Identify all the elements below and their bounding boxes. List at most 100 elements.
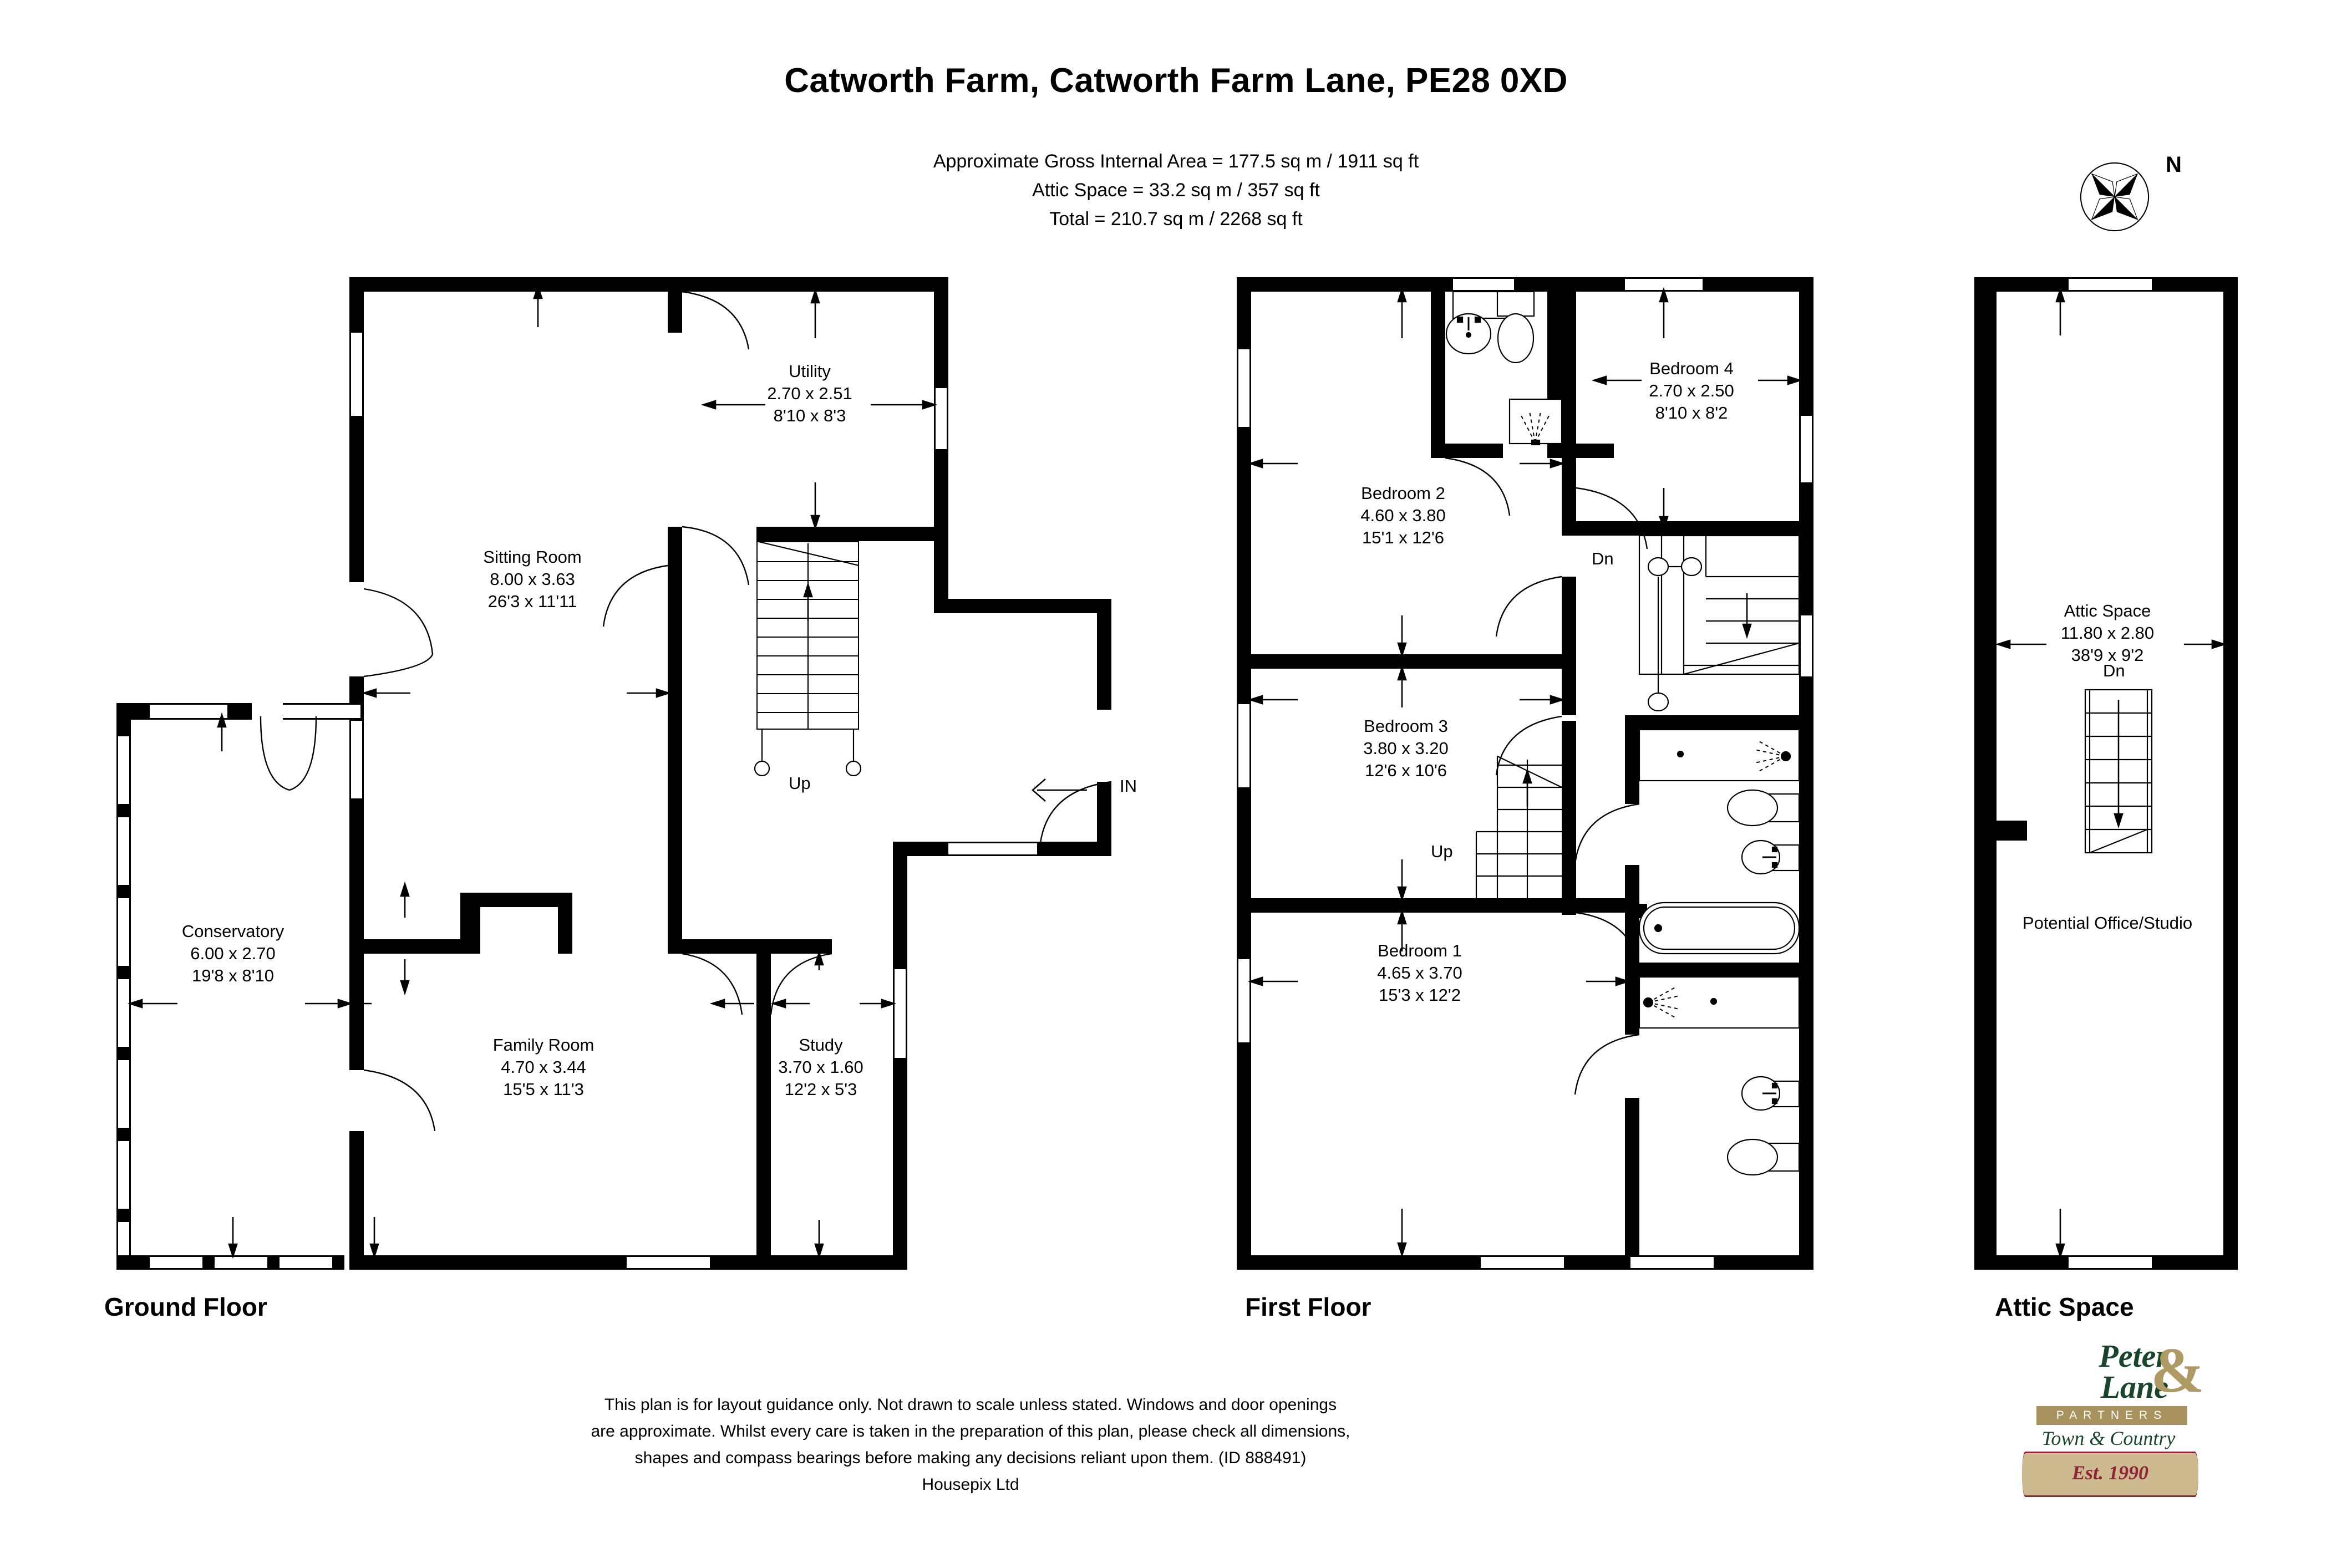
wall — [1974, 277, 1997, 1270]
wall — [2223, 277, 2238, 1270]
logo-name-line-1: Peter — [2099, 1338, 2168, 1374]
wall — [934, 277, 948, 388]
wall — [1799, 676, 1813, 1255]
window — [150, 1255, 202, 1270]
window — [349, 333, 364, 416]
attic-area-line: Attic Space = 33.2 sq m / 357 sq ft — [1032, 180, 1320, 201]
north-label: N — [2166, 152, 2182, 177]
logo-established: Est. 1990 — [2071, 1462, 2149, 1484]
window — [283, 703, 360, 720]
wall — [1237, 427, 1251, 704]
room-label-attic-space: Attic Space 11.80 x 2.80 38'9 x 9'2 — [2060, 601, 2155, 665]
wall — [1562, 721, 1576, 915]
wall — [756, 527, 948, 541]
wall — [1431, 292, 1445, 458]
window — [116, 736, 131, 804]
wall — [202, 1255, 215, 1270]
wall — [349, 1255, 627, 1270]
wall — [116, 804, 131, 817]
first-floor-stair-up — [1475, 756, 1562, 898]
wall — [934, 449, 948, 599]
wall — [1625, 1098, 1639, 1255]
wall — [1251, 654, 1562, 669]
disclaimer-line-2: are approximate. Whilst every care is ta… — [591, 1422, 1350, 1440]
wall — [349, 798, 364, 904]
window — [280, 1255, 332, 1270]
stair-down-label: Dn — [2103, 661, 2125, 680]
gross-internal-area-line: Approximate Gross Internal Area = 177.5 … — [933, 151, 1419, 172]
agent-logo: Peter Lane & PARTNERS Town & Country Est… — [2019, 1335, 2204, 1497]
window — [349, 721, 364, 798]
stair-up-label: Up — [1431, 842, 1453, 861]
logo-ampersand: & — [2151, 1335, 2204, 1406]
wall — [349, 277, 364, 333]
room-label-bedroom-3: Bedroom 3 3.80 x 3.20 12'6 x 10'6 — [1363, 716, 1449, 780]
logo-tagline: Town & Country — [2041, 1427, 2176, 1449]
wall — [1237, 787, 1251, 959]
room-label-family-room: Family Room 4.70 x 3.44 15'5 x 11'3 — [492, 1035, 595, 1099]
window — [150, 703, 227, 720]
room-label-study: Study 3.70 x 1.60 12'2 x 5'3 — [778, 1035, 863, 1099]
room-label-conservatory: Conservatory 6.00 x 2.70 19'8 x 8'10 — [181, 922, 285, 985]
window — [2069, 1255, 2152, 1270]
wall — [1237, 1042, 1251, 1255]
room-label-bedroom-1: Bedroom 1 4.65 x 3.70 15'3 x 12'2 — [1377, 941, 1462, 1005]
wall — [1431, 444, 1503, 458]
toilet-icon — [1497, 313, 1535, 364]
window — [1799, 615, 1813, 676]
floor-caption-attic: Attic Space — [1995, 1292, 2134, 1321]
disclaimer-line-1: This plan is for layout guidance only. N… — [604, 1396, 1337, 1414]
toilet-icon — [1726, 789, 1779, 827]
wall — [1997, 821, 2027, 841]
floor-caption-first: First Floor — [1245, 1292, 1371, 1321]
wall — [1625, 715, 1639, 804]
room-label-bedroom-4: Bedroom 4 2.70 x 2.50 8'10 x 8'2 — [1649, 359, 1734, 422]
wall — [116, 1209, 131, 1222]
wall — [668, 277, 682, 333]
window — [1799, 416, 1813, 482]
shower-icon — [1520, 411, 1550, 443]
window — [1630, 1255, 1714, 1270]
first-floor-fixtures — [1247, 287, 1803, 1258]
wall — [116, 1047, 131, 1060]
window — [948, 842, 1037, 856]
wall — [349, 1131, 364, 1270]
wall — [893, 1058, 907, 1270]
window — [893, 969, 907, 1058]
wall — [1625, 521, 1799, 536]
window — [116, 1222, 131, 1255]
wall — [893, 842, 907, 969]
area-summary: Approximate Gross Internal Area = 177.5 … — [0, 147, 2352, 233]
room-label-sitting-room: Sitting Room 8.00 x 3.63 26'3 x 11'11 — [483, 547, 582, 611]
wall — [668, 527, 682, 599]
logo-name: Peter Lane — [2019, 1338, 2168, 1403]
attic-plan: Attic Space 11.80 x 2.80 38'9 x 9'2 Dn P… — [1974, 266, 2252, 1270]
window — [116, 817, 131, 885]
window — [1453, 277, 1514, 292]
wall — [756, 939, 771, 1270]
wall — [1562, 292, 1576, 536]
wall — [668, 939, 756, 954]
wall — [349, 277, 948, 292]
page-title: Catworth Farm, Catworth Farm Lane, PE28 … — [784, 62, 1568, 100]
wall — [1625, 963, 1639, 1035]
room-label-bedroom-2: Bedroom 2 4.60 x 3.80 15'1 x 12'6 — [1360, 483, 1446, 547]
logo-ribbon — [2022, 1452, 2198, 1497]
wall — [668, 599, 682, 954]
wall — [332, 1255, 344, 1270]
ground-stair-detail — [754, 540, 862, 777]
wall — [227, 703, 252, 720]
wall — [1251, 898, 1562, 913]
ground-floor-vectors — [127, 283, 1112, 1259]
attic-note: Potential Office/Studio — [2022, 913, 2193, 933]
logo-partners: PARTNERS — [2036, 1406, 2187, 1425]
room-label-utility: Utility 2.70 x 2.51 8'10 x 8'3 — [767, 362, 852, 425]
window — [215, 1255, 267, 1270]
window — [1237, 704, 1251, 787]
shower-icon — [1648, 986, 1680, 1019]
window — [116, 979, 131, 1047]
disclaimer-line-4: Housepix Ltd — [922, 1475, 1019, 1494]
window — [2069, 277, 2152, 292]
wall — [558, 893, 572, 954]
wall — [116, 1128, 131, 1141]
